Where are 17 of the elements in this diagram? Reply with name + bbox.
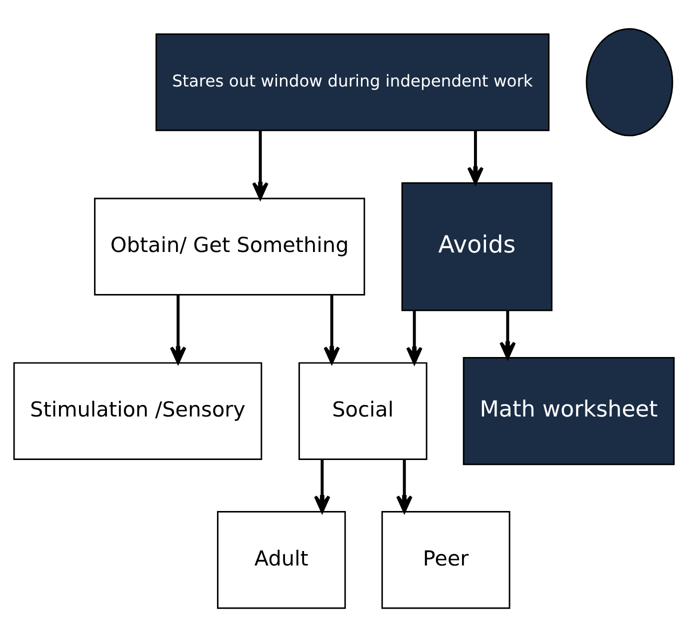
- arrow: [500, 310, 516, 360]
- node-box: Social: [298, 362, 428, 460]
- arrow: [252, 130, 268, 200]
- arrow: [406, 310, 422, 364]
- arrow: [170, 295, 186, 364]
- node-box: Peer: [381, 511, 510, 609]
- node-box: Math worksheet: [462, 357, 675, 466]
- node-box: Obtain/ Get Something: [94, 198, 366, 296]
- arrow: [324, 295, 340, 364]
- node-box: Adult: [216, 511, 346, 609]
- node-box: Avoids: [401, 182, 552, 312]
- node-ellipse: [586, 28, 674, 136]
- arrow: [314, 459, 330, 513]
- node-box: Stares out window during independent work: [156, 33, 550, 132]
- arrow: [396, 459, 412, 513]
- arrow: [467, 130, 484, 184]
- node-box: Stimulation /Sensory: [13, 362, 262, 460]
